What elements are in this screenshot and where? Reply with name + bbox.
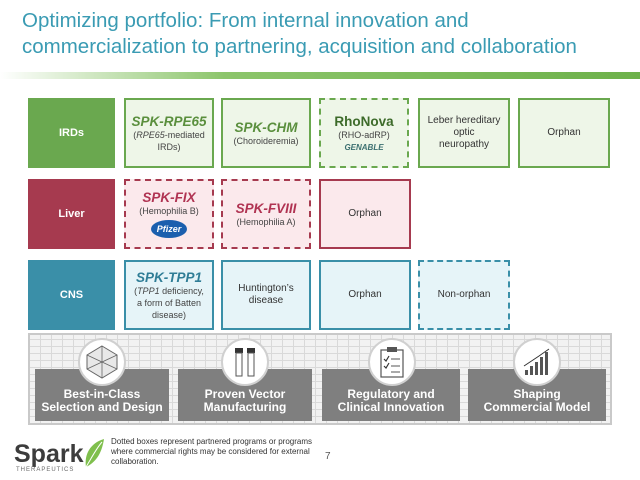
footnote-text: Dotted boxes represent partnered program… bbox=[111, 437, 312, 466]
program-box-leber[interactable]: Leber hereditary optic neuropathy bbox=[418, 98, 510, 168]
slide-title-line-2: commercialization to partnering, acquisi… bbox=[22, 35, 577, 58]
page-number: 7 bbox=[325, 451, 331, 462]
program-text: Orphan bbox=[547, 127, 581, 138]
program-name: SPK-TPP1 bbox=[135, 269, 203, 285]
bar-chart-icon bbox=[513, 338, 561, 386]
gene-italic: RPE65 bbox=[136, 129, 165, 140]
platform-label-line-2: Commercial Model bbox=[483, 400, 591, 414]
platform-label-line-2: Manufacturing bbox=[203, 400, 287, 414]
program-box-rhonova[interactable]: RhoNova (RHO-adRP) GENABLE bbox=[319, 98, 409, 168]
platform-label-line-2: Selection and Design bbox=[41, 400, 163, 414]
clipboard-icon bbox=[368, 338, 416, 386]
program-indication: (Hemophilia A) bbox=[236, 216, 296, 227]
platform-label-line-1: Shaping bbox=[513, 387, 561, 401]
genable-logo: GENABLE bbox=[344, 143, 384, 152]
vials-icon bbox=[221, 338, 269, 386]
program-name: SPK-FIX bbox=[142, 190, 196, 205]
program-indication: (RPE65-mediated bbox=[133, 129, 205, 140]
platform-label-line-2: Clinical Innovation bbox=[337, 400, 445, 414]
program-text-line-2: optic bbox=[453, 127, 475, 138]
program-text: Non-orphan bbox=[437, 289, 491, 300]
gene-italic: TPP1 bbox=[137, 285, 160, 296]
program-name: SPK-CHM bbox=[234, 119, 298, 135]
program-indication-line-2: IRDs) bbox=[157, 141, 181, 152]
program-box-irds-orphan[interactable]: Orphan bbox=[518, 98, 610, 168]
platform-label-line-1: Regulatory and bbox=[347, 387, 435, 401]
polyhedron-icon bbox=[78, 338, 126, 386]
platform-label-line-1: Best-in-Class bbox=[63, 387, 141, 401]
program-name: RhoNova bbox=[334, 114, 394, 129]
program-text-line-1: Huntington’s bbox=[238, 283, 294, 294]
program-box-spk-rpe65[interactable]: SPK-RPE65 (RPE65-mediated IRDs) bbox=[124, 98, 214, 168]
program-indication-line-2: a form of Batten bbox=[136, 297, 202, 308]
program-box-spk-tpp1[interactable]: SPK-TPP1 (TPP1 deficiency, a form of Bat… bbox=[124, 260, 214, 330]
program-text: Orphan bbox=[348, 208, 382, 219]
pfizer-logo: Pfizer bbox=[151, 220, 187, 238]
row-header-liver-label: Liver bbox=[58, 208, 85, 220]
row-header-cns-label: CNS bbox=[59, 289, 84, 301]
program-box-spk-chm[interactable]: SPK-CHM (Choroideremia) bbox=[221, 98, 311, 168]
program-text-line-3: neuropathy bbox=[438, 139, 490, 150]
program-indication: (Choroideremia) bbox=[233, 135, 299, 146]
program-box-spk-fviii[interactable]: SPK-FVIII (Hemophilia A) bbox=[221, 179, 311, 249]
program-box-huntington[interactable]: Huntington’s disease bbox=[221, 260, 311, 330]
program-indication: (RHO-adRP) bbox=[338, 130, 390, 140]
program-box-spk-fix[interactable]: SPK-FIX (Hemophilia B) Pfizer bbox=[124, 179, 214, 249]
program-indication: (TPP1 deficiency, bbox=[134, 285, 204, 296]
program-box-liver-orphan[interactable]: Orphan bbox=[319, 179, 411, 249]
title-divider bbox=[0, 72, 640, 79]
spark-logo-subtext: THERAPEUTICS bbox=[16, 467, 75, 473]
program-indication: (Hemophilia B) bbox=[139, 206, 199, 216]
row-header-irds: IRDs bbox=[28, 98, 115, 168]
program-text: Orphan bbox=[348, 289, 382, 300]
slide-title: Optimizing portfolio: From internal inno… bbox=[22, 8, 622, 60]
spark-logo-wordmark: Spark bbox=[14, 440, 84, 468]
program-indication-line-3: disease) bbox=[151, 309, 187, 320]
program-text-line-2: disease bbox=[248, 295, 284, 306]
program-text-line-1: Leber hereditary bbox=[427, 115, 501, 126]
program-box-cns-orphan[interactable]: Orphan bbox=[319, 260, 411, 330]
row-header-irds-label: IRDs bbox=[58, 127, 85, 139]
program-box-non-orphan[interactable]: Non-orphan bbox=[418, 260, 510, 330]
row-header-liver: Liver bbox=[28, 179, 115, 249]
leaf-icon bbox=[85, 439, 104, 468]
program-name: SPK-FVIII bbox=[235, 200, 297, 216]
slide-title-line-1: Optimizing portfolio: From internal inno… bbox=[22, 9, 469, 32]
platform-label-line-1: Proven Vector bbox=[204, 387, 286, 401]
program-name: SPK-RPE65 bbox=[131, 113, 207, 129]
row-header-cns: CNS bbox=[28, 260, 115, 330]
